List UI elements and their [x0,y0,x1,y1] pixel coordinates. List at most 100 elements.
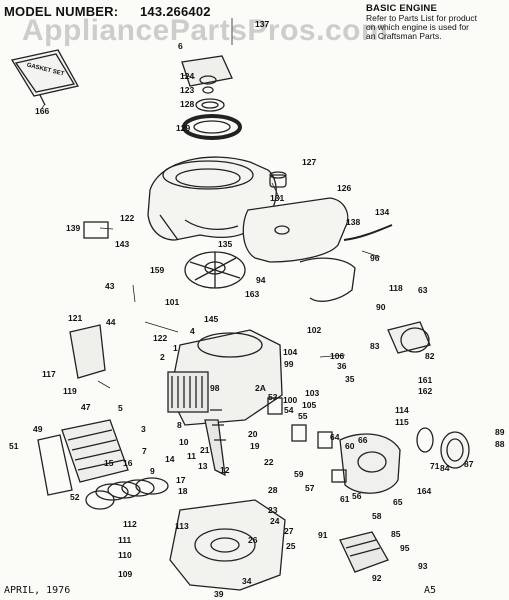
callout-label: 121 [68,313,83,323]
callout-label: 22 [264,457,274,467]
callout-label: 84 [440,463,450,473]
engine-note-3: an Craftsman Parts. [366,31,442,41]
callout-label: 14 [165,454,175,464]
callout-label: 23 [268,505,278,515]
muffler [339,531,389,573]
callout-label: 56 [352,491,362,501]
callout-label: 89 [495,427,505,437]
callout-label: 19 [250,441,260,451]
callout-label: 52 [70,492,80,502]
callout-label: 51 [9,441,19,451]
callout-label: 54 [284,405,294,415]
callout-label: 129 [176,123,191,133]
callout-label: 98 [210,383,220,393]
callout-label: 131 [270,193,285,203]
callout-label: 93 [418,561,428,571]
callout-label: 2 [160,352,165,362]
callout-label: 127 [302,157,317,167]
callout-label: 4 [190,326,195,336]
callout-label: 58 [372,511,382,521]
callout-label: 135 [218,239,233,249]
callout-label: 49 [33,424,43,434]
callout-label: 65 [393,497,403,507]
callout-label: 122 [120,213,135,223]
callout-label: 91 [318,530,328,540]
callout-label: 25 [286,541,296,551]
callout-label: 64 [330,432,340,442]
callout-label: 87 [464,459,474,469]
callout-label: 9 [150,466,155,476]
callout-label: 115 [395,417,409,427]
callout-label: 100 [283,395,298,405]
callout-label: 139 [66,223,81,233]
callout-label: 11 [187,451,196,461]
callout-label: 13 [198,461,208,471]
callout-label: 18 [178,486,188,496]
callout-label: 164 [417,486,432,496]
callout-label: 24 [270,516,280,526]
callout-label: 92 [372,573,382,583]
callout-label: 162 [418,386,433,396]
callout-label: 53 [268,392,278,402]
callout-label: 105 [302,400,317,410]
watermark: AppliancePartsPros.com [22,14,389,47]
callout-label: 126 [337,183,352,193]
callout-label: 94 [256,275,266,285]
callout-label: 44 [106,317,116,327]
callout-label: 161 [418,375,433,385]
callout-label: 143 [115,239,130,249]
callout-label: 138 [346,217,361,227]
callout-label: 10 [179,437,189,447]
callout-label: 28 [268,485,278,495]
engine-title: BASIC ENGINE [366,3,438,14]
callout-label: 66 [358,435,368,445]
callout-label: 145 [204,314,219,324]
footer-date: APRIL, 1976 [4,585,71,596]
callout-label: 103 [305,388,320,398]
control-bracket [69,324,106,379]
callout-label: 96 [370,253,380,263]
callout-label: 21 [200,445,210,455]
callout-label: 47 [81,402,91,412]
fuel-tank [242,171,393,263]
callout-label: 59 [294,469,304,479]
callout-label: 119 [63,386,77,396]
model-number-label: MODEL NUMBER: [4,4,119,19]
callout-label: 88 [495,439,505,449]
footer-code: A5 [424,585,437,596]
callout-label: 99 [284,359,294,369]
callout-label: 95 [400,543,410,553]
callout-label: 166 [35,106,50,116]
leader-lines [41,18,381,389]
callout-label: 90 [376,302,386,312]
callout-label: 1 [173,343,178,353]
callout-label: 104 [283,347,298,357]
callout-label: 111 [118,535,132,545]
engine-note-2: on which engine is used for [366,22,470,32]
callout-label: 113 [175,521,189,531]
crankshaft [204,409,226,477]
model-number-value: 143.266402 [140,4,211,19]
callout-label: 15 [104,458,114,468]
callout-label: 110 [118,550,132,560]
callout-label: 82 [425,351,435,361]
callout-label: 2A [255,383,266,393]
cylinder-block [167,329,283,426]
callout-label: 8 [177,420,182,430]
callout-label: 16 [123,458,133,468]
callout-label: 112 [123,519,137,529]
callout-label: 118 [389,283,403,293]
callout-label: 57 [305,483,315,493]
callout-label: 43 [105,281,115,291]
engine-note-1: Refer to Parts List for product [366,13,478,23]
callout-label: 12 [220,465,230,475]
callout-label: 39 [214,589,224,599]
callout-label: 134 [375,207,390,217]
callout-label: 122 [153,333,168,343]
gaskets [83,221,347,483]
callout-label: 26 [248,535,258,545]
callout-label: 60 [345,441,355,451]
callout-label: 34 [242,576,252,586]
